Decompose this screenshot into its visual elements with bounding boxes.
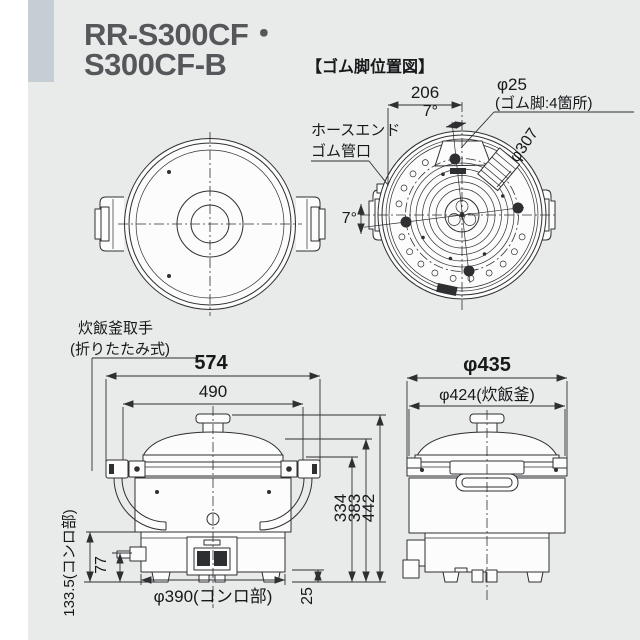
dim-133-label: 133.5(コンロ部): [61, 509, 78, 617]
accent-bar: [28, 0, 54, 82]
dim-383-label: 383: [345, 494, 364, 522]
dim-490-label: 490: [199, 382, 227, 401]
dim-206-label: 206: [411, 83, 439, 102]
angle-left-label: 7°: [342, 210, 357, 227]
rubber-foot-view-drawing: [360, 102, 558, 312]
side-view-drawing: [402, 410, 568, 602]
pot-handle-label-line1: 炊飯釜取手: [78, 320, 153, 337]
top-view-drawing: [94, 132, 326, 316]
rubber-feet: [400, 153, 524, 277]
foot-dia-label: φ25: [497, 75, 527, 94]
dim-442-label: 442: [359, 494, 378, 522]
model-title: RR-S300CF・ S300CF-B: [84, 17, 279, 82]
dim-77-label: 77: [93, 556, 110, 574]
front-view-drawing: [105, 406, 321, 608]
model-title-line2: S300CF-B: [84, 47, 227, 82]
hose-label-line2: ゴム管口: [311, 142, 371, 160]
bolt-circle-dia-label: φ307: [507, 125, 542, 165]
front-view-dimensions: 炊飯釜取手 (折りたたみ式) 574 490 334 383 442: [61, 320, 386, 617]
bottom-bracket: [436, 283, 458, 296]
dim-390-label: φ390(コンロ部): [154, 587, 273, 606]
rubber-foot-diagram-label: 【ゴム脚位置図】: [306, 59, 435, 76]
foot-note-label: (ゴム脚:4箇所): [495, 94, 593, 112]
gas-valve-detail: [477, 147, 521, 192]
rating-plate: [450, 168, 466, 174]
dim-435-label: φ435: [463, 354, 511, 376]
dim-334-label: 334: [331, 494, 350, 522]
dim-424-label: φ424(炊飯釜): [439, 386, 535, 404]
model-title-line1: RR-S300CF・: [84, 17, 279, 52]
angle-top-label: 7°: [423, 103, 438, 120]
side-view-dimensions: φ435 φ424(炊飯釜): [406, 354, 568, 464]
pot-handle-label-line2: (折りたたみ式): [70, 341, 170, 358]
hose-label-line1: ホースエンド: [311, 122, 400, 139]
dim-574-label: 574: [194, 352, 228, 374]
dim-25-label: 25: [299, 587, 316, 605]
